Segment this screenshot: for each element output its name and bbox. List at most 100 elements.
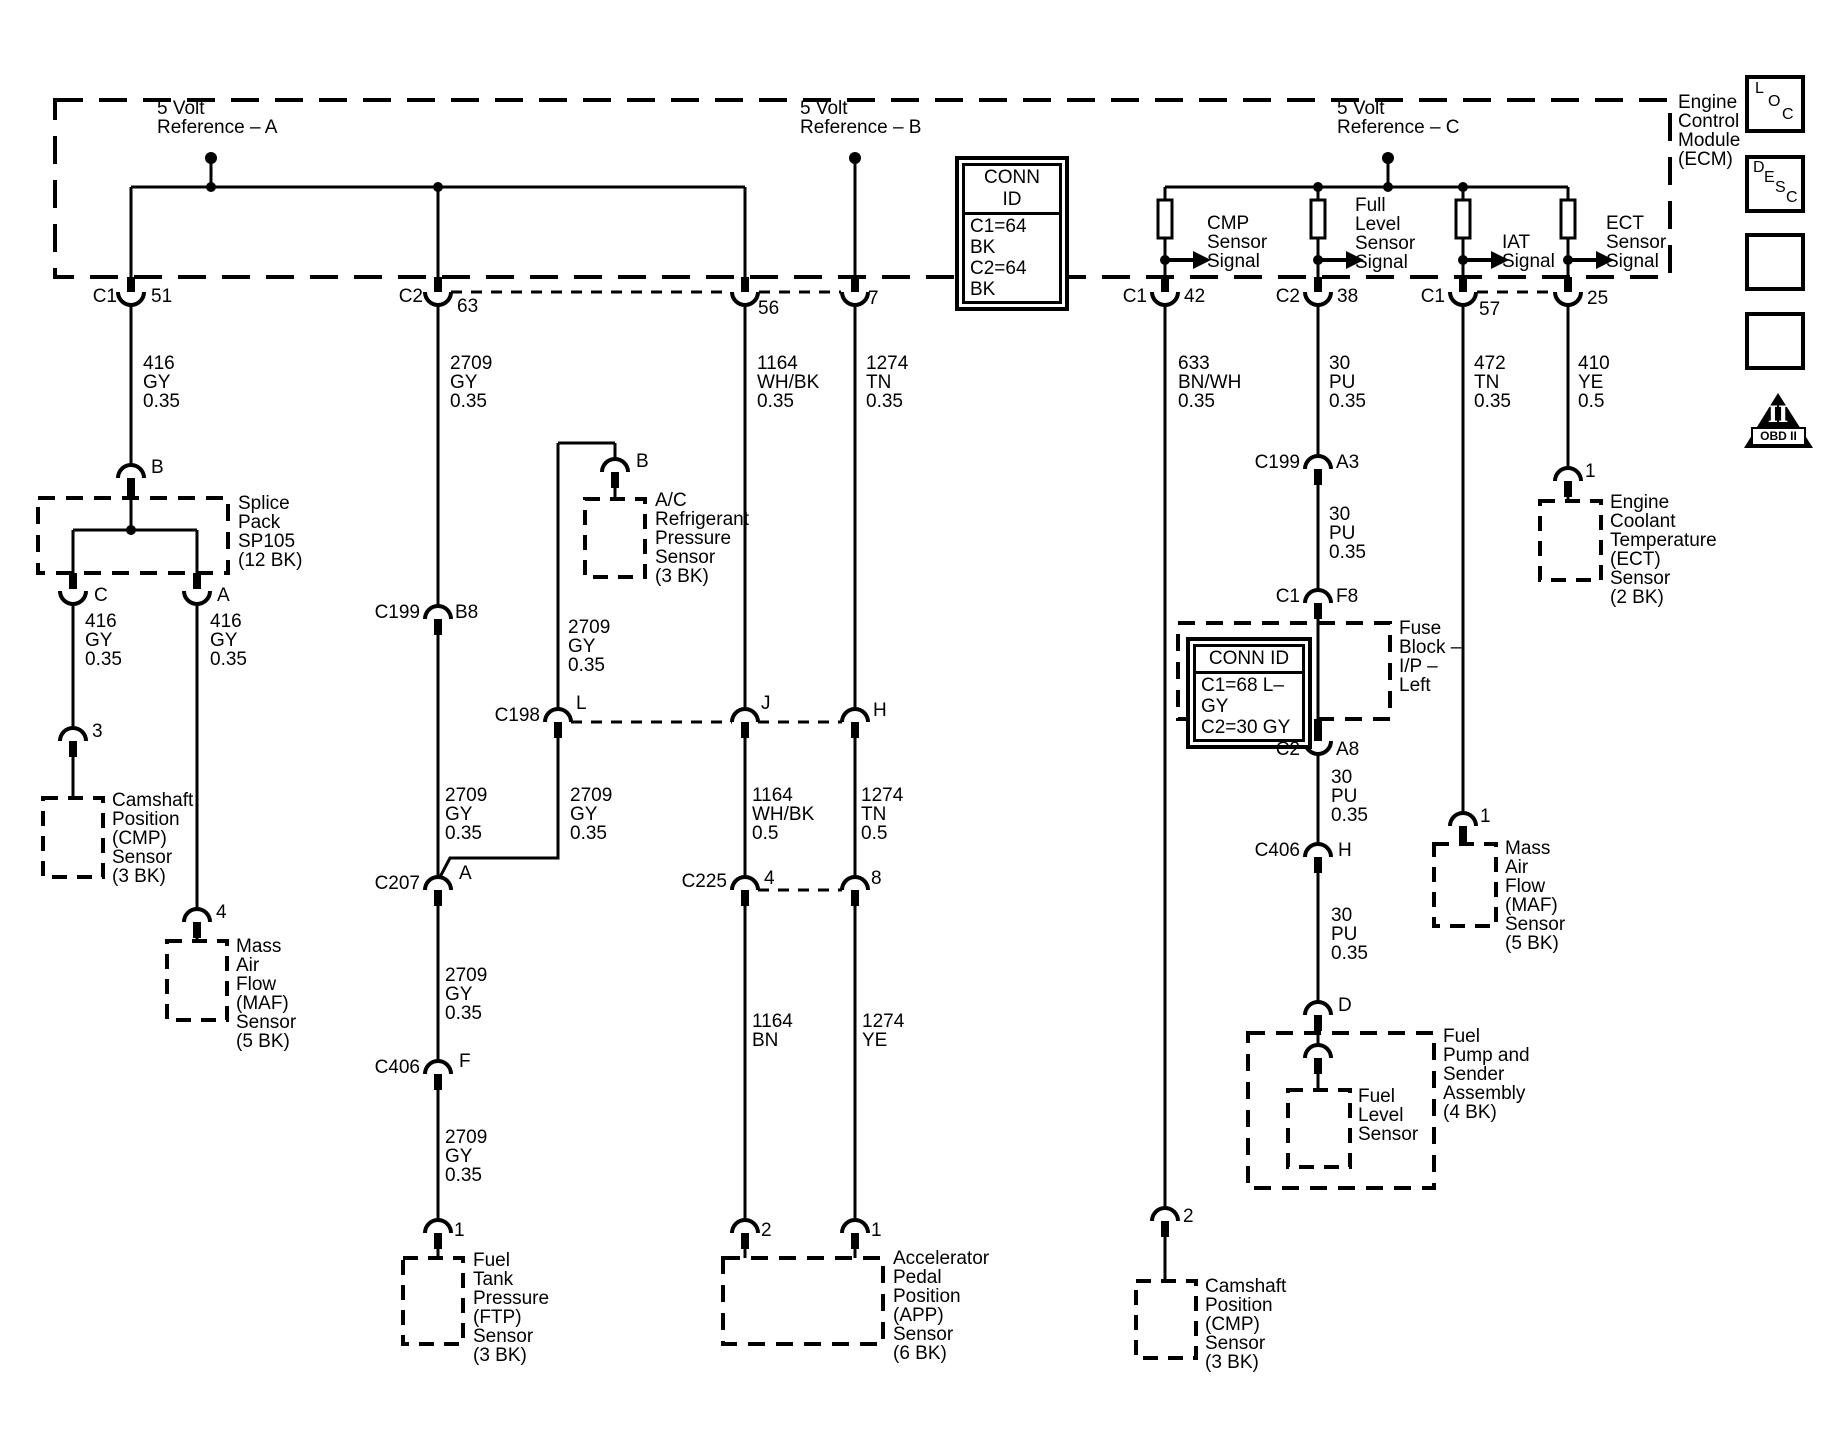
connector-id: C198 xyxy=(494,705,540,726)
fuse-block-box xyxy=(1176,621,1392,721)
resistor-full-level xyxy=(1309,198,1327,240)
wire-label: 1274 YE xyxy=(862,1011,905,1051)
desc-letter: E xyxy=(1764,169,1775,186)
conn-id-table-fuse: CONN ID C1=68 L–GY C2=30 GY xyxy=(1186,637,1312,749)
next-arrow-button[interactable] xyxy=(1745,233,1805,291)
connector-pin: 2 xyxy=(761,1220,772,1241)
ecm-pin-conn: C2 xyxy=(1275,286,1300,307)
connector-pin: A xyxy=(459,863,472,884)
wire-label: 416 GY 0.35 xyxy=(143,353,180,412)
connector-pin: F xyxy=(459,1051,471,1072)
desc-letter: C xyxy=(1786,189,1798,206)
wire-label: 416 GY 0.35 xyxy=(210,611,247,670)
fuel-pump-assembly-box xyxy=(1246,1031,1436,1190)
connector-id: C225 xyxy=(681,871,727,892)
wire-label: 1274 TN 0.35 xyxy=(866,353,909,412)
fuel-pump-assembly-label: Fuel Pump and Sender Assembly (4 BK) xyxy=(1443,1026,1530,1123)
maf-sensor-left-label: Mass Air Flow (MAF) Sensor (5 BK) xyxy=(236,936,297,1052)
connector-id: C2 xyxy=(1275,739,1300,760)
connector-pin: 1 xyxy=(871,1220,882,1241)
ref-b-label: 5 Volt Reference – B xyxy=(800,98,922,138)
app-sensor-label: Accelerator Pedal Position (APP) Sensor … xyxy=(893,1248,990,1364)
wire-label: 2709 GY 0.35 xyxy=(445,965,488,1024)
ref-a-label: 5 Volt Reference – A xyxy=(157,98,278,138)
conn-id-table-ecm: CONN ID C1=64 BK C2=64 BK xyxy=(955,156,1069,311)
connector-pin: H xyxy=(1338,840,1352,861)
full-level-signal-label: Full Level Sensor Signal xyxy=(1355,195,1416,273)
ect-sensor-box xyxy=(1538,499,1603,582)
connector-id: C406 xyxy=(1254,840,1300,861)
connector-pin: A xyxy=(217,585,230,606)
wire-label: 2709 GY 0.35 xyxy=(445,1127,488,1186)
maf-sensor-right-label: Mass Air Flow (MAF) Sensor (5 BK) xyxy=(1505,838,1566,954)
wire-label: 416 GY 0.35 xyxy=(85,611,122,670)
wire-label: 30 PU 0.35 xyxy=(1329,504,1366,563)
conn-id-header: CONN ID xyxy=(1196,647,1302,674)
ect-signal-label: ECT Sensor Signal xyxy=(1606,213,1667,272)
ecm-pin-number: 42 xyxy=(1184,286,1206,307)
connector-id: C207 xyxy=(374,873,420,894)
fuel-level-sensor-box xyxy=(1286,1088,1352,1169)
wire-label: 1164 WH/BK 0.5 xyxy=(752,785,815,844)
connector-id: C1 xyxy=(1275,586,1300,607)
cmp-signal-label: CMP Sensor Signal xyxy=(1207,213,1268,272)
wire-label: 2709 GY 0.35 xyxy=(568,617,611,676)
connector-pin: J xyxy=(761,693,771,714)
cmp-sensor-left-box xyxy=(41,796,105,879)
full-level-signal-arrow-icon xyxy=(1346,251,1364,269)
ecm-pin-conn: C1 xyxy=(92,286,117,307)
connector-pin: D xyxy=(1338,995,1352,1016)
connector-pin: F8 xyxy=(1336,586,1359,607)
prev-arrow-button[interactable] xyxy=(1745,312,1805,370)
ftp-sensor-box xyxy=(401,1256,465,1346)
ac-pressure-sensor-label: A/C Refrigerant Pressure Sensor (3 BK) xyxy=(655,490,749,587)
obd-ii-numeral: II xyxy=(1767,402,1789,428)
connector-pin: 1 xyxy=(454,1220,465,1241)
connector-pin: 8 xyxy=(871,868,882,889)
cmp-sensor-right-label: Camshaft Position (CMP) Sensor (3 BK) xyxy=(1205,1276,1287,1373)
resistor-iat xyxy=(1454,198,1472,240)
wire-label: 2709 GY 0.35 xyxy=(445,785,488,844)
conn-id-rows: C1=68 L–GY C2=30 GY xyxy=(1201,675,1291,738)
cmp-sensor-right-box xyxy=(1134,1279,1198,1360)
ecm-pin-number: 25 xyxy=(1587,288,1609,309)
connector-pin: B8 xyxy=(455,602,479,623)
desc-button[interactable]: D E S C xyxy=(1745,155,1805,213)
iat-signal-arrow-icon xyxy=(1491,251,1509,269)
connector-pin: 1 xyxy=(1480,806,1491,827)
ecm-label: Engine Control Module (ECM) xyxy=(1678,92,1741,170)
conn-id-rows: C1=64 BK C2=64 BK xyxy=(970,216,1027,300)
ecm-pin-number: 56 xyxy=(758,298,780,319)
connector-pin: 3 xyxy=(92,721,103,742)
wire-label: 633 BN/WH 0.35 xyxy=(1178,353,1242,412)
connector-pin: 2 xyxy=(1183,1206,1194,1227)
desc-letter: D xyxy=(1753,159,1765,176)
loc-letter: C xyxy=(1782,106,1794,123)
fuel-level-sensor-label: Fuel Level Sensor xyxy=(1358,1086,1419,1145)
maf-sensor-left-box xyxy=(165,939,229,1022)
connector-pin: 4 xyxy=(216,902,227,923)
wire-label: 30 PU 0.35 xyxy=(1329,353,1366,412)
ecm-boundary-box xyxy=(53,98,1672,279)
splice-pack-box xyxy=(36,496,230,575)
wire-label: 410 YE 0.5 xyxy=(1578,353,1610,412)
connector-pin: B xyxy=(636,451,649,472)
connector-pin: H xyxy=(873,700,887,721)
wire-label: 1164 WH/BK 0.35 xyxy=(757,353,820,412)
ecm-pin-conn: C1 xyxy=(1420,286,1445,307)
connector-pin: 1 xyxy=(1585,461,1596,482)
ecm-pin-number: 63 xyxy=(457,296,479,317)
loc-letter: L xyxy=(1755,80,1764,97)
wire-label: 472 TN 0.35 xyxy=(1474,353,1511,412)
loc-button[interactable]: L O C xyxy=(1745,75,1805,133)
wire-label: 1274 TN 0.5 xyxy=(861,785,904,844)
connector-id: C199 xyxy=(374,602,420,623)
ecm-pin-number: 38 xyxy=(1337,286,1359,307)
resistor-ect xyxy=(1559,198,1577,240)
loc-letter: O xyxy=(1768,93,1781,110)
wire-label: 30 PU 0.35 xyxy=(1331,905,1368,964)
iat-signal-label: IAT Signal xyxy=(1502,232,1555,272)
ac-pressure-sensor-box xyxy=(583,497,647,579)
connector-pin: C xyxy=(94,585,108,606)
